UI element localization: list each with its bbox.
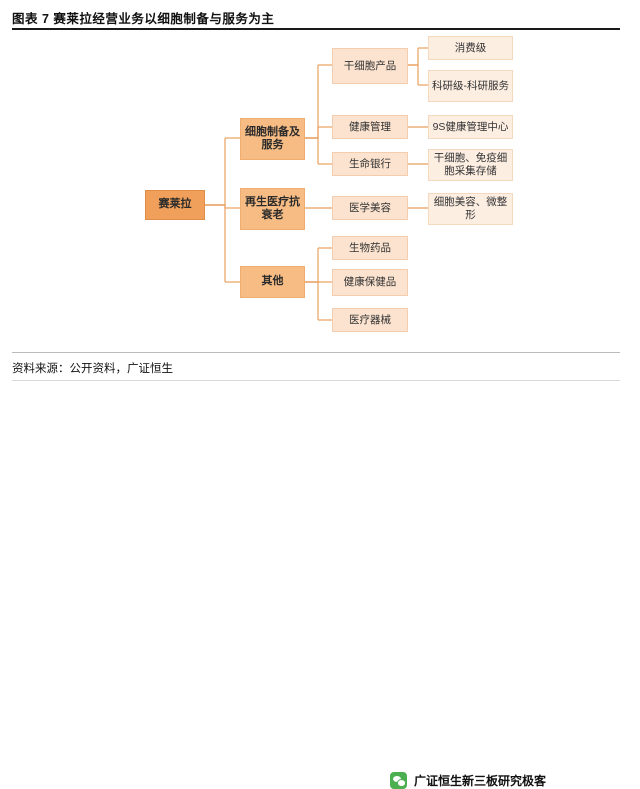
- node-level2-life-bank[interactable]: 生命银行: [332, 152, 408, 176]
- footer-brand-label: 广证恒生新三板研究极客: [414, 774, 547, 788]
- source-divider: [12, 352, 620, 353]
- footer-brand: 广证恒生新三板研究极客: [390, 772, 546, 789]
- figure-title-bar: 图表 7 赛莱拉经营业务以细胞制备与服务为主: [12, 8, 620, 27]
- source-note: 资料来源：公开资料，广证恒生: [12, 363, 173, 375]
- node-level1-regenerative[interactable]: 再生医疗抗衰老: [240, 188, 305, 230]
- node-root[interactable]: 赛莱拉: [145, 190, 205, 220]
- node-level2-medical-beauty[interactable]: 医学美容: [332, 196, 408, 220]
- node-level3-consumer-grade[interactable]: 消费级: [428, 36, 513, 60]
- wechat-icon: [390, 772, 407, 789]
- footer-divider: [12, 380, 620, 381]
- node-level3-research-grade[interactable]: 科研级-科研服务: [428, 70, 513, 102]
- node-level1-cell-prep[interactable]: 细胞制备及服务: [240, 118, 305, 160]
- org-tree-diagram: 赛莱拉 细胞制备及服务 再生医疗抗衰老 其他 干细胞产品 健康管理 生命银行 医…: [0, 30, 640, 350]
- node-level2-stemcell-products[interactable]: 干细胞产品: [332, 48, 408, 84]
- title-divider: [12, 28, 620, 30]
- node-level3-cell-storage[interactable]: 干细胞、免疫细胞采集存储: [428, 149, 513, 181]
- node-level3-cell-beauty[interactable]: 细胞美容、微整形: [428, 193, 513, 225]
- node-level2-health-care-products[interactable]: 健康保健品: [332, 269, 408, 296]
- node-level2-medical-devices[interactable]: 医疗器械: [332, 308, 408, 332]
- node-level3-9s-center[interactable]: 9S健康管理中心: [428, 115, 513, 139]
- node-level2-health-management[interactable]: 健康管理: [332, 115, 408, 139]
- footer-bar: 广证恒生新三板研究极客: [0, 383, 640, 789]
- node-level2-bio-drugs[interactable]: 生物药品: [332, 236, 408, 260]
- page-title: 图表 7 赛莱拉经营业务以细胞制备与服务为主: [12, 12, 275, 26]
- figure-page: 图表 7 赛莱拉经营业务以细胞制备与服务为主: [0, 8, 640, 789]
- node-level1-other[interactable]: 其他: [240, 266, 305, 298]
- tree-connectors: [205, 47, 428, 321]
